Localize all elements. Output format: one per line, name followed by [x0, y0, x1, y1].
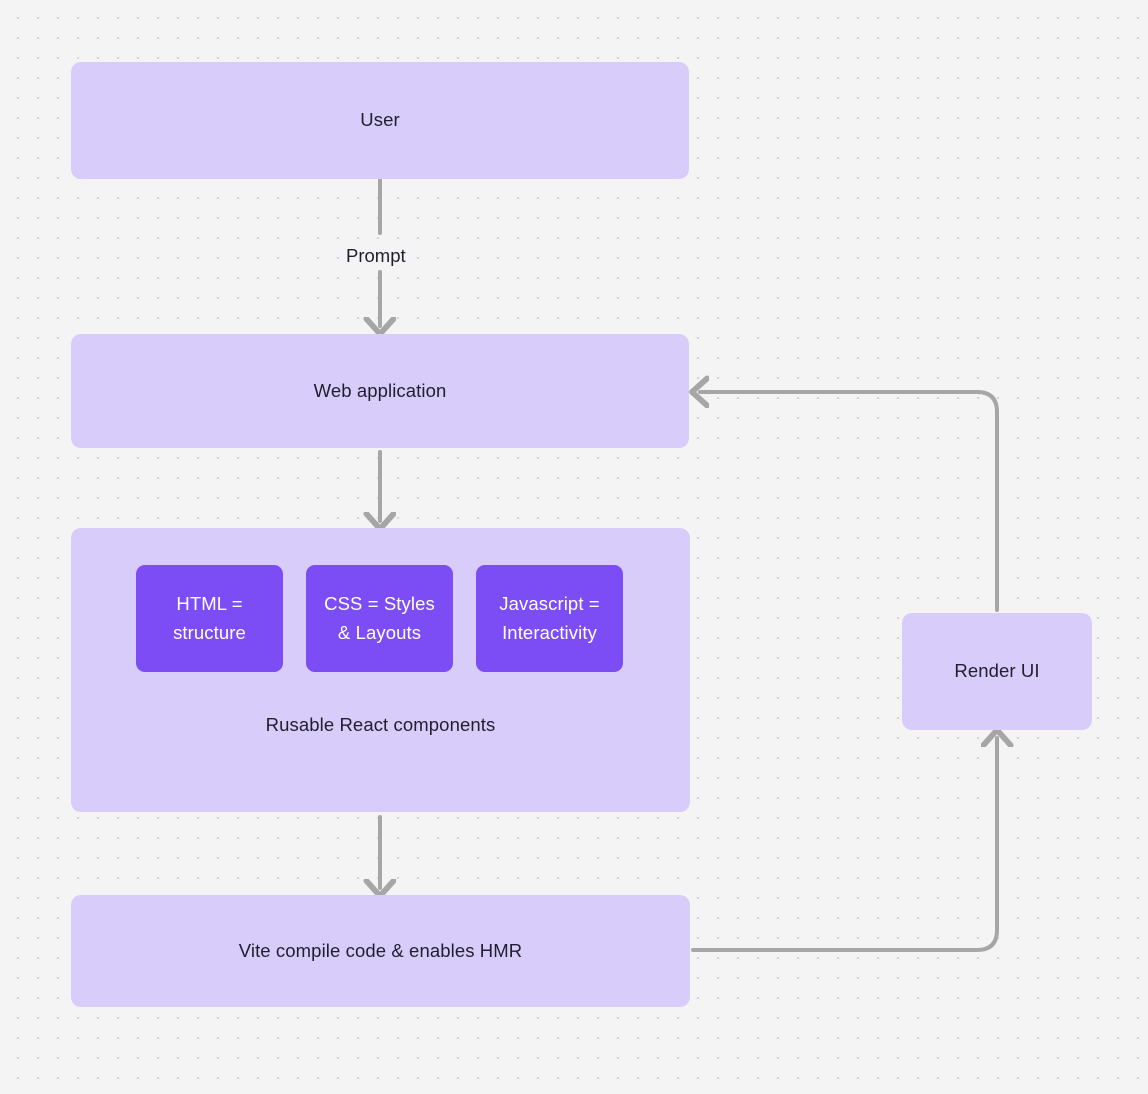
- node-user[interactable]: User: [71, 62, 689, 179]
- node-render-ui-label: Render UI: [954, 660, 1040, 682]
- subnode-html-line2: structure: [173, 621, 246, 643]
- subnode-html-label: HTML = structure: [173, 590, 246, 648]
- node-react-components-label: Rusable React components: [265, 714, 496, 735]
- subnode-css[interactable]: CSS = Styles & Layouts: [306, 565, 453, 672]
- node-render-ui[interactable]: Render UI: [902, 613, 1092, 730]
- subnode-css-line2: & Layouts: [337, 621, 422, 643]
- node-web-application-label: Web application: [313, 379, 447, 401]
- edge-label-prompt: Prompt: [341, 245, 411, 267]
- edge-vite-to-render: [691, 738, 997, 952]
- edge-render-to-webapp: [700, 392, 999, 612]
- subnode-css-line1: CSS = Styles: [324, 592, 435, 614]
- subnode-javascript[interactable]: Javascript = Interactivity: [476, 565, 623, 672]
- subnode-html[interactable]: HTML = structure: [136, 565, 283, 672]
- node-vite[interactable]: Vite compile code & enables HMR: [71, 895, 690, 1007]
- node-user-label: User: [360, 109, 400, 131]
- node-vite-label: Vite compile code & enables HMR: [238, 939, 523, 961]
- subnode-css-label: CSS = Styles & Layouts: [324, 590, 435, 648]
- subnode-javascript-line1: Javascript =: [499, 592, 600, 614]
- subnode-javascript-label: Javascript = Interactivity: [499, 590, 599, 648]
- node-react-components-caption-wrap: Rusable React components: [71, 713, 690, 737]
- node-react-components[interactable]: HTML = structure CSS = Styles & Layouts Ja…: [71, 528, 690, 812]
- subnode-html-line1: HTML =: [176, 592, 243, 614]
- subnode-javascript-line2: Interactivity: [502, 621, 597, 643]
- node-web-application[interactable]: Web application: [71, 334, 689, 448]
